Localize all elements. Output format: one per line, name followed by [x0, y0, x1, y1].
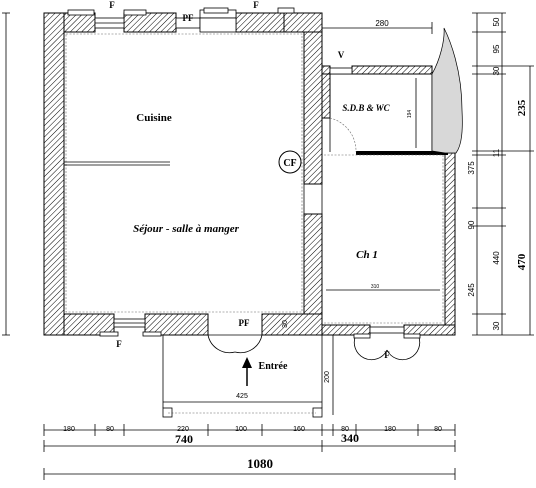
dim-bottom-seg: 100	[235, 426, 247, 433]
dim-right-375: 375	[467, 161, 476, 175]
window-bottom-right	[353, 334, 421, 361]
wall-ext-top	[321, 65, 331, 75]
dim-right-235: 235	[516, 99, 528, 116]
window-bath	[329, 67, 353, 75]
openings-bottom	[99, 318, 421, 361]
label-window-bottom-right: F	[384, 350, 390, 360]
dim-right-small: 30	[492, 66, 501, 75]
dim-right-90: 90	[467, 220, 476, 229]
entrance-arrow	[242, 357, 252, 386]
dim-top-280: 280	[375, 19, 389, 28]
label-door-top-middle: PF	[183, 13, 194, 23]
wall-top-4	[283, 12, 323, 33]
terrace	[162, 335, 334, 418]
dim-bottom-seg: 180	[384, 426, 396, 433]
label-window-bath: V	[338, 50, 345, 60]
label-boiler: CF	[283, 158, 296, 169]
wall-left	[43, 12, 65, 336]
label-window-top-left: F	[109, 0, 115, 10]
dim-total-740: 740	[175, 432, 193, 446]
dim-right-440: 440	[492, 251, 501, 265]
room-bathroom: S.D.B & WC	[342, 103, 390, 113]
wall-bottom-3	[261, 313, 323, 336]
dim-right-small: 30	[492, 321, 501, 330]
label-entrance: Entrée	[259, 361, 288, 372]
dim-right-small: 11	[492, 148, 501, 157]
dim-right-245: 245	[467, 283, 476, 297]
openings-top	[67, 7, 353, 75]
boiler-circle	[278, 150, 302, 174]
wall-top-2	[123, 12, 177, 33]
dim-right-small: 50	[492, 17, 501, 26]
walls	[43, 12, 456, 336]
wall-top-3	[235, 12, 285, 33]
label-window-top-right: F	[253, 0, 259, 10]
wall-ext-bottom-2	[403, 324, 456, 336]
wall-ext-bottom-1	[321, 324, 371, 336]
dim-right-470: 470	[516, 253, 528, 270]
wall-ext-right	[444, 152, 456, 336]
dim-bottom-seg: 180	[63, 426, 75, 433]
dim-total-340: 340	[341, 431, 359, 445]
dimension-lines	[2, 12, 534, 480]
wall-bath-stub	[321, 73, 331, 119]
wall-top-1	[63, 12, 96, 33]
dim-bottom-seg: 80	[106, 426, 114, 433]
label-door-bottom-middle: PF	[239, 318, 250, 328]
wall-right-upper	[303, 31, 323, 185]
label-window-bottom-left: F	[116, 339, 122, 349]
dim-bath-194: 194	[407, 110, 413, 119]
dim-bottom-seg: 80	[341, 426, 349, 433]
dim-bottom-seg: 80	[434, 426, 442, 433]
dim-bottom-seg: 220	[177, 426, 189, 433]
dim-bedroom-310: 310	[371, 284, 380, 290]
room-kitchen: Cuisine	[136, 112, 172, 124]
dim-total-1080: 1080	[247, 456, 273, 471]
dim-right-small: 95	[492, 44, 501, 53]
room-living: Séjour - salle à manger	[133, 223, 239, 235]
wall-ext-top-2	[351, 65, 433, 75]
interior-lines	[64, 27, 463, 324]
wall-right-lower	[303, 213, 323, 315]
dim-bottom-seg: 160	[293, 426, 305, 433]
partition-bath-bedroom	[356, 151, 448, 155]
door-bottom-middle	[207, 334, 263, 354]
dim-door-30: 30	[282, 320, 289, 328]
dim-terrace-425: 425	[236, 393, 248, 400]
dim-terrace-200: 200	[324, 371, 331, 383]
room-bedroom: Ch 1	[356, 249, 378, 261]
